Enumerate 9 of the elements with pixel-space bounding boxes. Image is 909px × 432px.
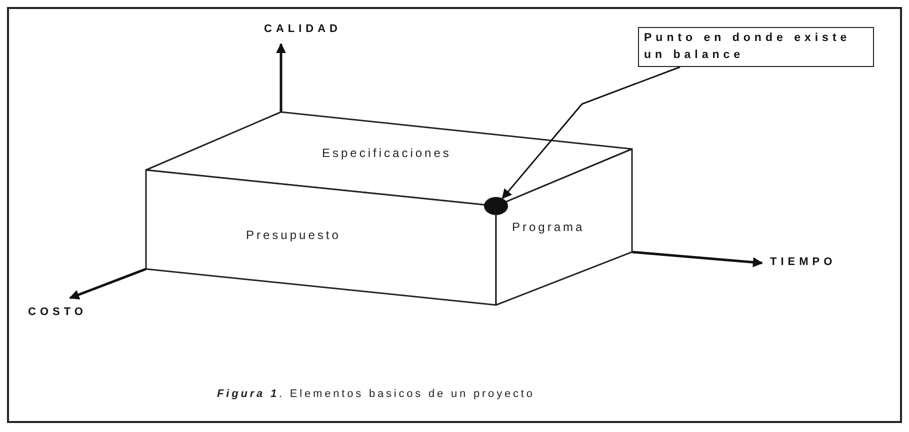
leader-line — [502, 66, 680, 200]
axis-label: CALIDAD — [264, 23, 342, 35]
figure-caption: Figura 1. Elementos basicos de un proyecto — [217, 388, 535, 400]
axis-label: COSTO — [28, 306, 87, 318]
face-label: Presupuesto — [246, 228, 341, 242]
callout-box: Punto en donde existe un balance — [638, 27, 874, 67]
axis-label: TIEMPO — [770, 256, 836, 268]
face-label: Especificaciones — [322, 146, 452, 160]
face-label: Programa — [512, 220, 585, 234]
